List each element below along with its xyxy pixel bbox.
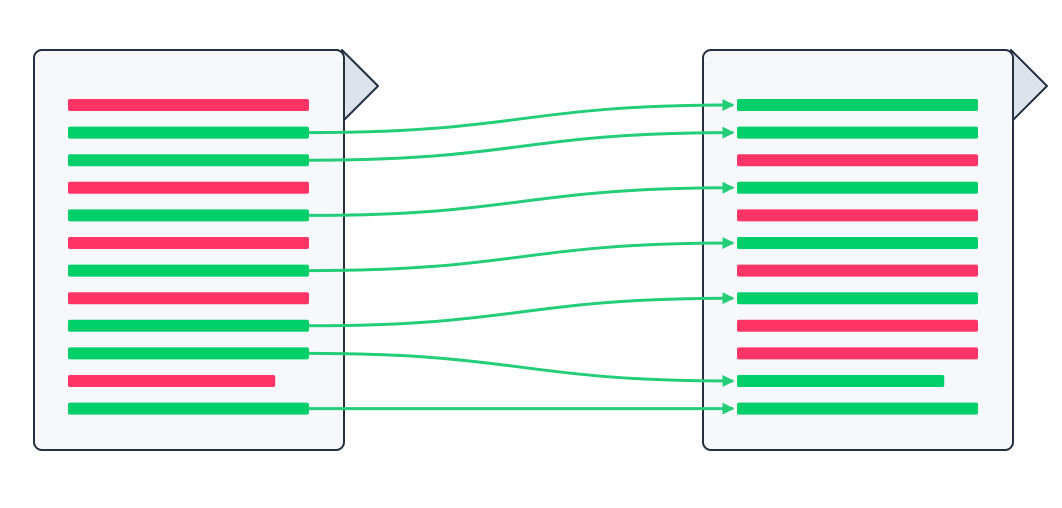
right-document-line-5-removed [737,209,978,222]
connection-arrows [308,99,735,415]
left-document-corner-tab [341,49,379,123]
right-document-line-11-kept [737,375,945,387]
right-document-line-4-kept [737,181,978,194]
left-document-line-7-kept [68,264,309,277]
connection-arrow-5 [308,292,735,328]
connection-arrow-6 [308,351,735,387]
right-document-line-1-kept [737,99,978,111]
right-document-line-12-kept [737,402,978,415]
right-document-line-3-removed [737,154,978,167]
connection-arrow-2 [308,126,735,162]
left-document-line-3-kept [68,154,309,167]
left-document-line-6-removed [68,237,309,249]
left-document-line-10-kept [68,347,309,360]
left-document-line-11-removed [68,375,276,387]
right-document-line-10-removed [737,347,978,360]
left-document [33,49,379,451]
left-document-line-8-removed [68,292,309,305]
right-document-line-2-kept [737,126,978,139]
connection-arrow-4 [308,237,735,273]
right-document-line-6-kept [737,237,978,249]
left-document-line-5-kept [68,209,309,222]
right-document-line-7-removed [737,264,978,277]
left-document-line-9-kept [68,319,309,332]
right-document [702,49,1048,451]
connection-arrow-1 [308,99,735,135]
right-document-line-9-removed [737,319,978,332]
left-document-line-2-kept [68,126,309,139]
connection-arrow-3 [308,181,735,217]
left-document-line-12-kept [68,402,309,415]
right-document-line-8-kept [737,292,978,305]
right-document-corner-tab [1010,49,1048,123]
left-document-line-1-removed [68,99,309,111]
left-document-line-4-removed [68,181,309,194]
